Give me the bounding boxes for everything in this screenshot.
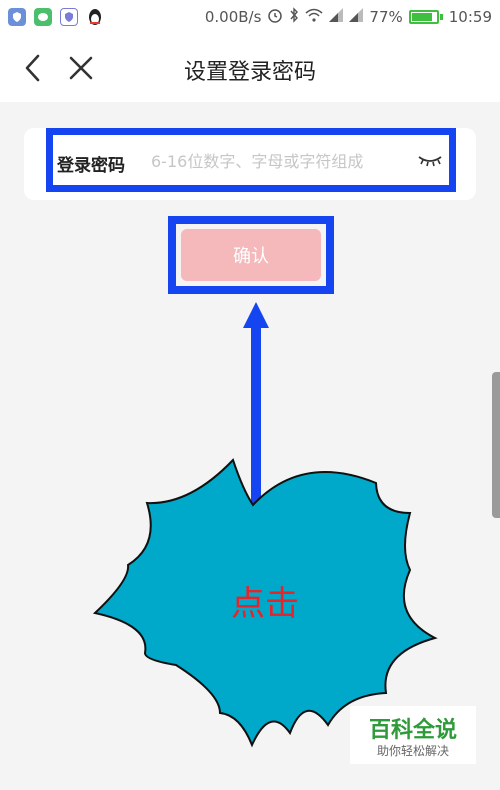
penguin-icon [86,8,104,26]
page-title: 设置登录密码 [183,60,316,85]
battery-tip [439,14,443,20]
signal-icon [329,8,344,26]
status-notification-icons [8,8,104,26]
password-field-highlight: 登录密码 [46,128,456,192]
scrollbar[interactable] [492,372,500,518]
shield-icon [8,8,26,26]
clock-time: 10:59 [448,8,492,26]
password-input[interactable] [149,145,413,177]
watermark-subtitle: 助你轻松解决 [376,744,449,758]
bluetooth-icon [289,7,299,27]
arrow-up-icon [243,302,269,510]
alarm-icon [267,7,283,27]
confirm-button[interactable]: 确认 [181,229,321,281]
close-icon[interactable] [66,53,96,83]
watermark-logo: 百科全说 助你轻松解决 [350,706,476,764]
status-system-icons: 0.00B/s 77% 10:59 [205,7,492,27]
battery-percent: 77% [369,8,403,26]
back-arrow-icon[interactable] [18,53,48,83]
security-icon [60,8,78,26]
starburst-shape [92,458,438,748]
eye-closed-icon[interactable] [417,151,443,169]
status-bar: 0.00B/s 77% 10:59 [0,0,500,36]
password-label: 登录密码 [57,156,125,176]
chat-bubble-icon [34,8,52,26]
navigation-bar: 设置登录密码 [0,36,500,102]
watermark-title: 百科全说 [368,718,457,743]
annotation-tap-text: 点击 [231,584,299,624]
network-speed: 0.00B/s [204,8,262,26]
wifi-icon [305,8,323,26]
confirm-button-highlight [168,216,334,294]
signal-icon [349,8,364,26]
battery-icon [408,10,439,24]
